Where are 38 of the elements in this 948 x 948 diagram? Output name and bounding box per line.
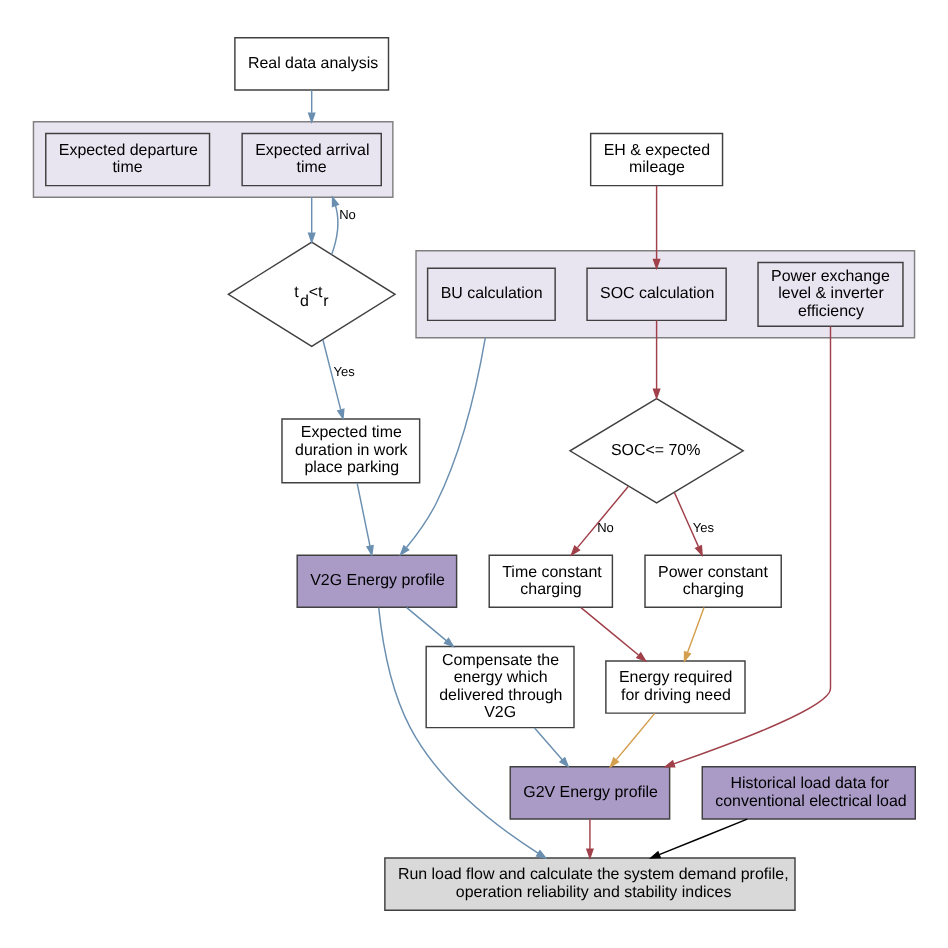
- arrow: [533, 727, 570, 769]
- node-box: Expected departure time: [45, 132, 211, 187]
- arrow: [649, 818, 748, 859]
- arrow: [683, 606, 705, 663]
- node-box: Energy required for driving need: [605, 660, 746, 714]
- node-box: Power exchange level & inverter efficiency: [757, 261, 904, 327]
- node-box: Power constant charging: [644, 554, 782, 609]
- arrow: [585, 818, 594, 860]
- node-box: Time constant charging: [488, 554, 614, 609]
- cluster: [415, 250, 916, 339]
- node-box: SOC calculation: [586, 267, 727, 322]
- arrow: [663, 325, 832, 768]
- node-box: Expected arrival time: [241, 132, 382, 187]
- arrow: [399, 337, 486, 557]
- node-box: BU calculation: [426, 267, 556, 322]
- cluster: [32, 121, 394, 198]
- arrow: [609, 712, 656, 769]
- node-box: Compensate the energy which delivered through V2G: [425, 645, 575, 729]
- node-box: Historical load data for conventional electrical load: [701, 766, 916, 820]
- arrow: [406, 606, 455, 648]
- arrow: [307, 89, 316, 125]
- arrow: [330, 195, 340, 256]
- arrow: [322, 339, 345, 421]
- arrow: [378, 606, 548, 860]
- arrow: [580, 606, 648, 663]
- arrow: [652, 185, 661, 271]
- node-box: G2V Energy profile: [509, 766, 671, 820]
- arrow: [570, 485, 629, 557]
- node-diamond: SOC<= 70%: [568, 397, 745, 504]
- arrow: [673, 491, 703, 557]
- arrow: [356, 482, 374, 557]
- node-box: V2G Energy profile: [296, 554, 458, 609]
- arrow: [652, 319, 661, 401]
- node-box: Expected time duration in work place parking: [281, 418, 421, 484]
- arrow: [307, 196, 316, 245]
- node-box: Real data analysis: [234, 37, 390, 91]
- node-box: EH & expected mileage: [589, 132, 724, 187]
- node-box: Run load flow and calculate the system demand profile, operation reliability and stability indices: [384, 857, 796, 911]
